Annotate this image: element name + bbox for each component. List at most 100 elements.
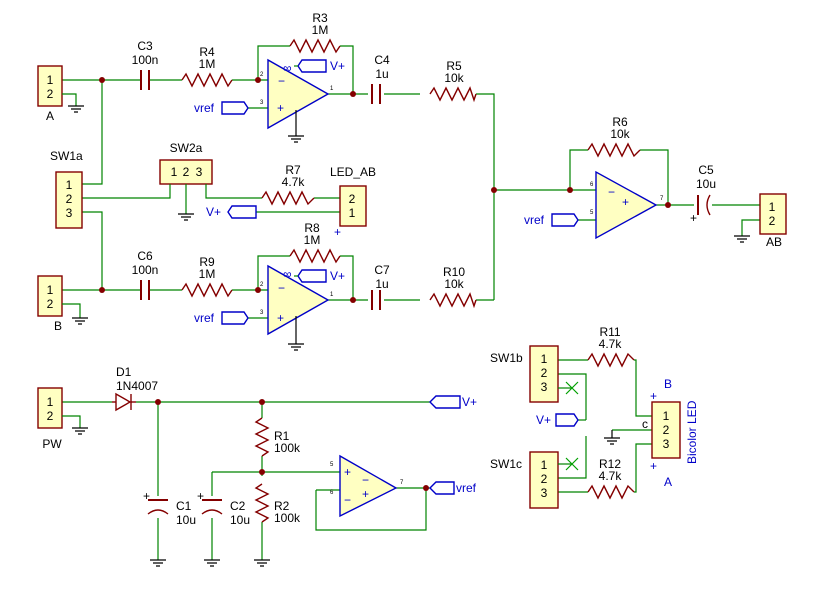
pin-number: 6 — [330, 490, 334, 496]
pin-number: 2 — [260, 72, 264, 78]
resistor-ref: R7 — [285, 163, 301, 177]
opamp-plus: + — [362, 487, 369, 501]
capacitor-c6[interactable]: C6 100n — [132, 249, 159, 300]
resistor-r5[interactable]: R5 10k — [429, 59, 477, 103]
resistor-ref: R5 — [446, 59, 462, 73]
resistor-r8[interactable]: R8 1M — [289, 221, 341, 264]
opamp-plus: + — [344, 465, 351, 479]
ground-icon — [604, 430, 620, 445]
bicolor-led[interactable]: 1 2 3 + B + A c Bicolor LED — [642, 377, 699, 489]
polarity-mark: + — [143, 489, 150, 503]
junction-dot — [423, 485, 429, 491]
net-label-text: V+ — [330, 59, 345, 73]
opamp-plus: + — [277, 311, 284, 325]
switch-ref: SW2a — [170, 141, 203, 155]
capacitor-value: 100n — [132, 53, 159, 67]
resistor-ref: R3 — [312, 11, 328, 25]
resistor-r7[interactable]: R7 4.7k — [261, 163, 315, 206]
resistor-r6[interactable]: R6 10k — [587, 115, 641, 158]
opamp-2[interactable]: − + 2 3 1 ∞ — [260, 264, 334, 351]
pin-number: 7 — [660, 196, 664, 202]
switch-sw1a[interactable]: 1 2 3 SW1a — [50, 149, 83, 229]
resistor-value: 1M — [199, 57, 216, 71]
diode-d1[interactable]: D1 1N4007 — [112, 365, 158, 412]
led-label-top: B — [664, 377, 672, 391]
diode-value: 1N4007 — [116, 379, 158, 393]
opamp-plus: + — [622, 195, 629, 209]
connector-pw[interactable]: 1 2 PW — [37, 387, 81, 451]
resistor-value: 10k — [444, 71, 464, 85]
junction-dot — [99, 287, 105, 293]
connector-ref: B — [54, 319, 62, 333]
common-label: c — [642, 417, 648, 431]
switch-sw1b[interactable]: 1 2 3 SW1b — [490, 345, 559, 403]
resistor-value: 4.7k — [282, 175, 306, 189]
resistor-r11[interactable]: R11 4.7k — [587, 325, 635, 368]
junction-dot — [350, 297, 356, 303]
junctions — [99, 77, 671, 491]
connector-led-ab[interactable]: 2 1 LED_AB + — [330, 165, 376, 239]
net-label-vref-3: vref — [524, 213, 579, 227]
pin-number: 5 — [330, 462, 334, 468]
opamp-1[interactable]: − + 2 3 1 ∞ — [260, 58, 334, 143]
pin-label: 2 — [541, 472, 548, 486]
resistor-r4[interactable]: R4 1M — [181, 45, 233, 88]
junction-dot — [155, 399, 161, 405]
resistor-r2[interactable]: R2 100k — [254, 483, 301, 525]
capacitor-ref: C7 — [374, 263, 390, 277]
ground-icon — [72, 427, 88, 435]
net-label-vref-4: vref — [429, 481, 477, 495]
capacitor-c3[interactable]: C3 100n — [132, 39, 159, 90]
resistor-r3[interactable]: R3 1M — [289, 11, 341, 54]
capacitor-c2[interactable]: + C2 10u — [197, 489, 250, 527]
ground-icon — [150, 559, 166, 567]
opamp-plus: + — [277, 101, 284, 115]
resistor-r1[interactable]: R1 100k — [254, 417, 301, 457]
pin-number: 5 — [590, 210, 594, 216]
resistor-ref: R11 — [599, 325, 620, 339]
ground-icon — [734, 235, 750, 243]
capacitor-c5[interactable]: + C5 10u — [690, 163, 716, 225]
pin-label: 1 — [47, 283, 54, 297]
switch-sw2a[interactable]: 1 2 3 SW2a — [159, 141, 213, 190]
junction-dot — [350, 91, 356, 97]
no-connect-markers — [558, 381, 579, 471]
connector-ab[interactable]: 1 2 AB — [759, 193, 787, 249]
capacitor-ref: C5 — [698, 163, 714, 177]
capacitor-c1[interactable]: + C1 10u — [143, 489, 196, 527]
pin-number: 3 — [260, 100, 264, 106]
capacitor-value: 1u — [375, 67, 388, 81]
net-label-vplus-1: V+ — [294, 59, 345, 73]
opamp-3[interactable]: − + 6 5 7 — [590, 170, 664, 240]
resistor-r10[interactable]: R10 10k — [429, 265, 477, 309]
net-label-text: V+ — [462, 395, 477, 409]
junction-dot — [491, 187, 497, 193]
resistor-ref: R4 — [199, 45, 215, 59]
connector-a[interactable]: 1 2 A — [37, 65, 77, 123]
resistor-value: 100k — [274, 441, 301, 455]
capacitor-ref: C3 — [137, 39, 153, 53]
net-label-text: vref — [524, 213, 545, 227]
pin-label: 3 — [541, 380, 548, 394]
ground-icon — [72, 317, 88, 325]
pin-number: 1 — [330, 292, 334, 298]
net-label-vref-1: vref — [194, 101, 249, 115]
pin-label: 1 — [541, 458, 548, 472]
opamp-minus: − — [344, 493, 351, 507]
junction-dot — [255, 287, 261, 293]
pin-label: 1 — [66, 178, 73, 192]
resistor-r9[interactable]: R9 1M — [181, 255, 233, 298]
capacitor-ref: C6 — [137, 249, 153, 263]
resistor-r12[interactable]: R12 4.7k — [587, 457, 635, 500]
pin-label: 2 — [47, 297, 54, 311]
capacitor-c4[interactable]: C4 1u — [371, 53, 390, 104]
switch-sw1c[interactable]: 1 2 3 SW1c — [490, 451, 559, 509]
connector-b[interactable]: 1 2 B — [37, 275, 81, 333]
pin-label: 3 — [541, 486, 548, 500]
pin-label: 1 — [769, 200, 776, 214]
opamp-4[interactable]: + − − + 5 6 7 — [330, 454, 404, 518]
capacitor-c7[interactable]: C7 1u — [371, 263, 390, 310]
net-label-vplus-5: V+ — [536, 413, 579, 427]
net-label-text: vref — [194, 311, 215, 325]
